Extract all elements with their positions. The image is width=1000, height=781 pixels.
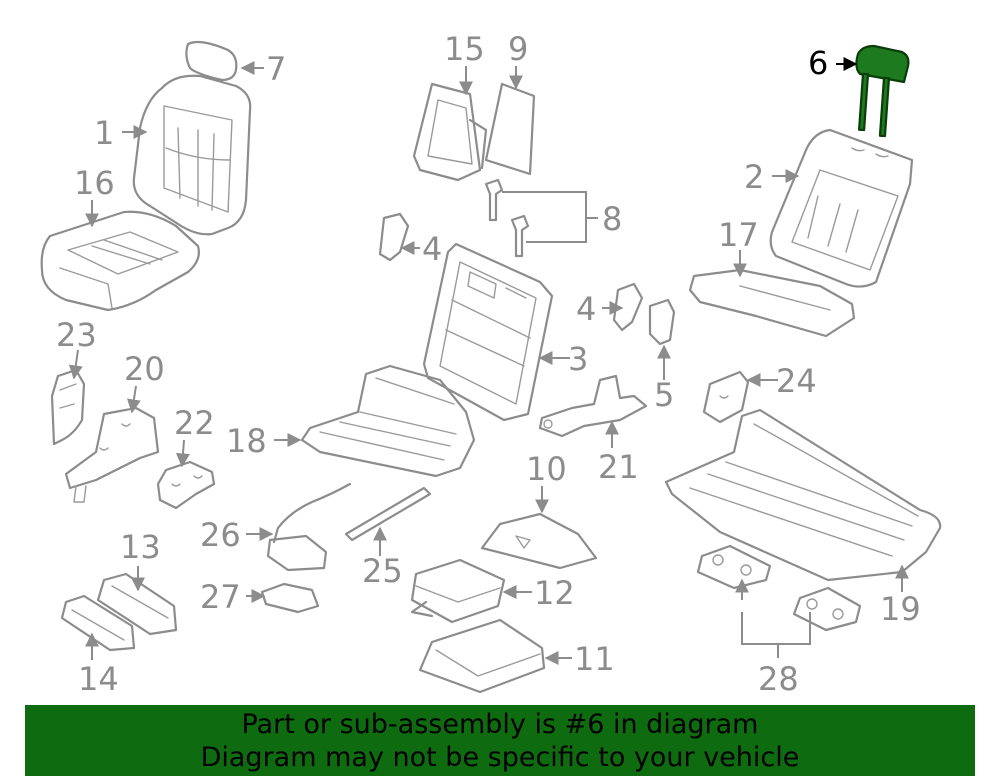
callout-5: 5 <box>654 376 674 414</box>
callout-13: 13 <box>120 528 161 566</box>
bracket-5 <box>648 298 676 346</box>
bracket-4-left <box>378 212 410 262</box>
callout-21: 21 <box>598 448 639 486</box>
callout-2: 2 <box>744 158 764 196</box>
front-headrest <box>185 40 238 82</box>
bracket-21 <box>538 374 648 438</box>
trim-13 <box>96 572 178 636</box>
callout-28: 28 <box>758 660 799 698</box>
bracket-22 <box>156 460 216 510</box>
rear-seat-frame <box>664 408 942 582</box>
armrest-15 <box>412 82 488 182</box>
tray-10 <box>480 512 598 570</box>
banner-line-2: Diagram may not be specific to your vehi… <box>200 742 800 773</box>
bracket-24 <box>702 370 750 424</box>
bolts-8 <box>484 178 530 258</box>
callout-18: 18 <box>226 422 267 460</box>
banner-line-1: Part or sub-assembly is #6 in diagram <box>241 709 759 740</box>
front-seat-back <box>132 74 252 236</box>
bracket-4-right <box>612 282 644 332</box>
callout-1: 1 <box>94 114 114 152</box>
callout-6: 6 <box>808 44 828 82</box>
callout-16: 16 <box>74 164 115 202</box>
callout-4-left: 4 <box>422 230 442 268</box>
bracket-20 <box>64 406 160 503</box>
callout-19: 19 <box>880 590 921 628</box>
parts-diagram: 7 1 16 15 9 8 4 3 4 5 6 2 17 24 21 23 20… <box>40 30 942 698</box>
panel-9 <box>484 82 536 176</box>
callout-22: 22 <box>174 404 215 442</box>
module-26 <box>266 482 352 572</box>
callout-11: 11 <box>574 640 615 678</box>
rear-headrest-highlighted <box>855 44 910 138</box>
callout-15: 15 <box>444 30 485 68</box>
front-seat-frame <box>300 364 476 478</box>
callout-24: 24 <box>776 362 817 400</box>
trim-14 <box>60 594 136 652</box>
callout-7: 7 <box>266 50 286 88</box>
callout-12: 12 <box>534 574 575 612</box>
cushion-panel-17 <box>688 268 856 338</box>
front-seat-cushion <box>40 210 200 312</box>
rod-25 <box>344 486 432 542</box>
rear-seat-back-frame <box>422 242 554 422</box>
pads-28 <box>696 544 862 632</box>
bin-11 <box>418 618 546 694</box>
leader-lines <box>68 57 909 665</box>
callout-10: 10 <box>526 450 567 488</box>
callout-20: 20 <box>124 350 165 388</box>
callout-4-right: 4 <box>576 290 596 328</box>
callout-27: 27 <box>200 578 241 616</box>
callout-9: 9 <box>508 30 528 68</box>
callout-3: 3 <box>568 340 588 378</box>
callout-23: 23 <box>56 316 97 354</box>
callout-labels: 7 1 16 15 9 8 4 3 4 5 6 2 17 24 21 23 20… <box>56 30 921 698</box>
callout-26: 26 <box>200 516 241 554</box>
bracket-23 <box>50 368 86 446</box>
info-banner: Part or sub-assembly is #6 in diagram Di… <box>25 705 975 776</box>
callout-17: 17 <box>718 216 759 254</box>
callout-8: 8 <box>602 200 622 238</box>
box-12 <box>410 558 506 624</box>
cover-27 <box>260 582 320 614</box>
callout-14: 14 <box>78 660 119 698</box>
rear-seat-back <box>769 128 914 288</box>
callout-25: 25 <box>362 552 403 590</box>
